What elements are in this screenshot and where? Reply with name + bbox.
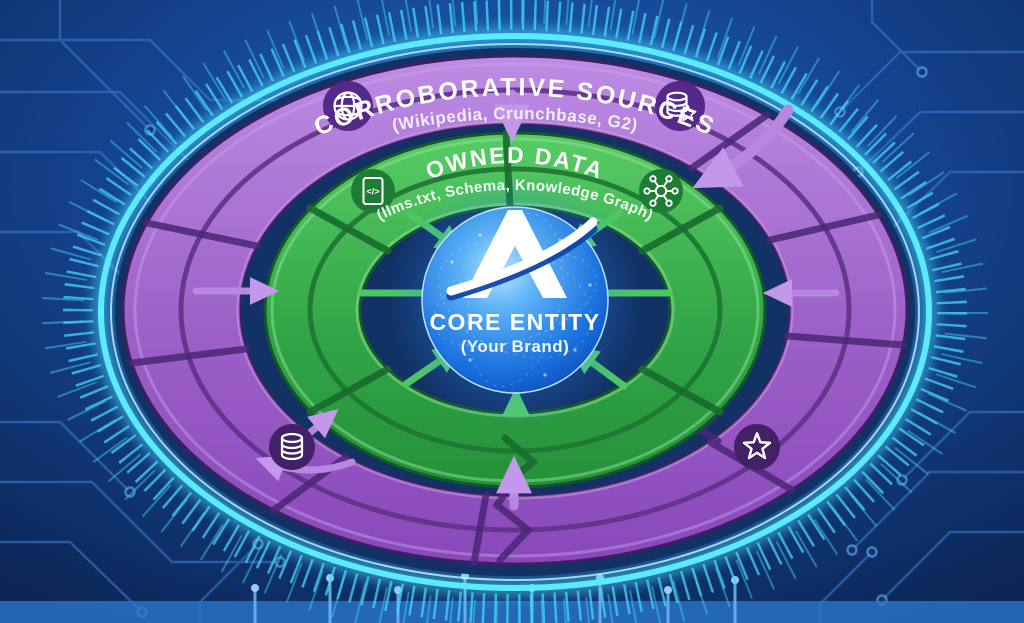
arrow-topright-inward <box>692 104 794 189</box>
database-star-icon <box>655 81 705 131</box>
cyan-rim <box>94 29 936 595</box>
outer-ring <box>121 54 909 567</box>
sphere-network-nodes <box>434 233 592 377</box>
core-entity-sphere: A CORE ENTITY (Your Brand) <box>387 172 643 428</box>
code-glyph: </> <box>366 187 379 197</box>
outer-ring-highlight <box>133 62 897 558</box>
purple-arrows <box>192 89 840 511</box>
rim-tick-ring <box>42 0 988 623</box>
star-icon <box>734 424 780 470</box>
sphere-network-mesh <box>432 212 598 388</box>
outer-ring-groove <box>178 87 852 533</box>
core-entity-label: CORE ENTITY <box>429 309 600 335</box>
knowledge-graph-icon <box>639 169 683 213</box>
globe-icon <box>323 81 373 131</box>
arrow-bottomleft-flow <box>255 455 356 482</box>
brand-a-logo: A <box>446 210 598 301</box>
code-file-icon: </> <box>351 169 395 213</box>
core-entity-sublabel: (Your Brand) <box>461 337 570 356</box>
database-icon <box>269 424 315 470</box>
